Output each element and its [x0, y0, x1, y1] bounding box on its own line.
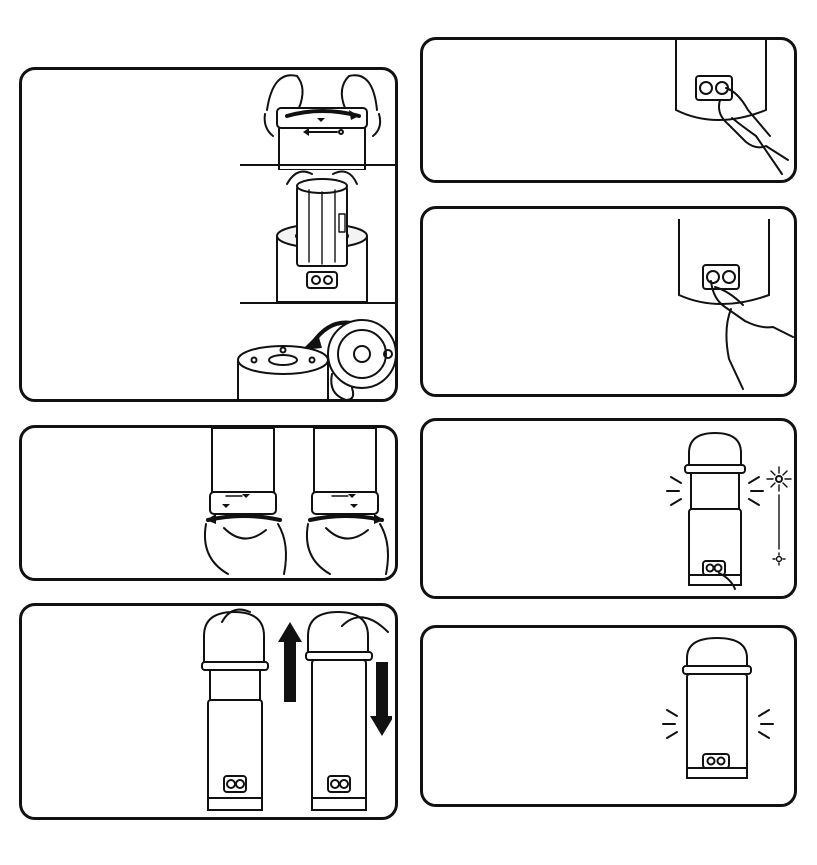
- brightness-scale: [767, 467, 791, 565]
- collapsed-light-panel: [420, 625, 797, 807]
- mode-button-panel: [420, 206, 797, 397]
- extend-retract-panel: [19, 603, 398, 820]
- twist-cap-illustration: [237, 70, 397, 170]
- power-button-icon: [666, 40, 796, 180]
- brightness-icon: [655, 423, 795, 598]
- power-button-panel: [420, 37, 797, 183]
- battery-holder-illustration: [237, 166, 397, 306]
- telescope-lantern-icon: [192, 606, 392, 820]
- reattach-base-illustration: [232, 304, 398, 402]
- lantern-glow-icon: [659, 630, 779, 800]
- mode-button-icon: [669, 209, 797, 394]
- base-lock-panel: [19, 425, 398, 581]
- brightness-panel: [420, 418, 797, 599]
- battery-install-panel: [19, 67, 398, 402]
- twist-lock-icon: [194, 428, 394, 578]
